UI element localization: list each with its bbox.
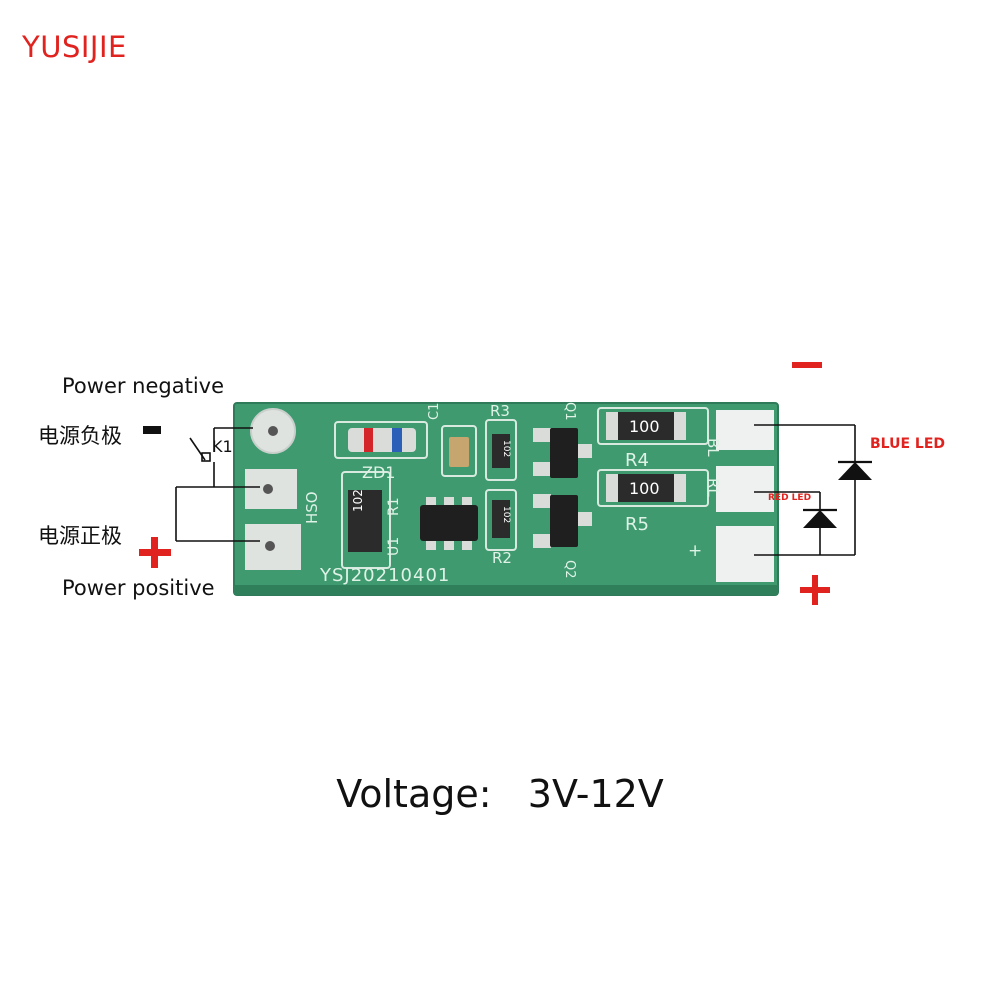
switch-wiring [175, 427, 260, 542]
zener-diode-zd1 [334, 421, 428, 459]
ic-u1 [420, 497, 478, 550]
pad-negative [250, 408, 296, 454]
silk-plus: + [688, 541, 702, 561]
power-negative-label: Power negative [62, 374, 225, 398]
ref-r4: R4 [625, 450, 649, 471]
silk-hso: HSO [303, 491, 321, 524]
r1-value-text: 102 [351, 489, 365, 512]
ref-zd1: ZD1 [362, 463, 395, 482]
ref-r1: R1 [386, 497, 402, 516]
red-led-diode-icon [803, 508, 837, 528]
switch-k1-label: K1 [212, 437, 233, 456]
capacitor-c1 [441, 425, 477, 477]
pad-switch [245, 469, 297, 509]
left-plus-icon [139, 537, 171, 568]
r4-value-text: 100 [629, 417, 660, 436]
negative-marker-icon [143, 426, 161, 434]
transistor-q1 [533, 428, 592, 478]
pad-bl [716, 410, 774, 450]
ref-q2: Q2 [562, 560, 577, 579]
resistor-r3 [485, 419, 517, 481]
right-minus-icon [792, 362, 822, 368]
voltage-spec: Voltage: 3V-12V [0, 772, 1000, 816]
blue-led-diode-icon [838, 460, 872, 480]
right-plus-icon [800, 575, 830, 605]
voltage-label: Voltage: [336, 772, 492, 816]
resistor-r4 [597, 407, 709, 445]
transistor-q2 [533, 494, 592, 548]
ref-r2: R2 [492, 549, 512, 567]
pad-plus [716, 526, 774, 582]
resistor-r2 [485, 489, 517, 551]
red-led-label: RED LED [768, 493, 811, 503]
r5-value-text: 100 [629, 479, 660, 498]
power-negative-cn-label: 电源负极 [38, 424, 122, 448]
voltage-value: 3V-12V [527, 772, 664, 816]
pad-positive [245, 524, 301, 570]
brand-logo-text: YUSIJIE [22, 30, 127, 64]
resistor-r5 [597, 469, 709, 507]
silk-rl: RL [704, 478, 722, 497]
ref-u1: U1 [386, 537, 402, 556]
r3-value-text: 102 [501, 440, 511, 457]
ref-q1: Q1 [562, 402, 577, 421]
ref-c1: C1 [427, 403, 442, 420]
resistor-r1 [341, 471, 391, 569]
power-positive-label: Power positive [62, 576, 215, 600]
ref-r3: R3 [490, 402, 510, 420]
power-positive-cn-label: 电源正极 [38, 524, 122, 548]
board-model-text: YSJ20210401 [319, 565, 450, 586]
r2-value-text: 102 [501, 506, 511, 523]
pad-rl [716, 466, 774, 512]
silk-bl: BL [704, 438, 722, 457]
ref-r5: R5 [625, 514, 649, 535]
blue-led-label: BLUE LED [870, 436, 945, 452]
